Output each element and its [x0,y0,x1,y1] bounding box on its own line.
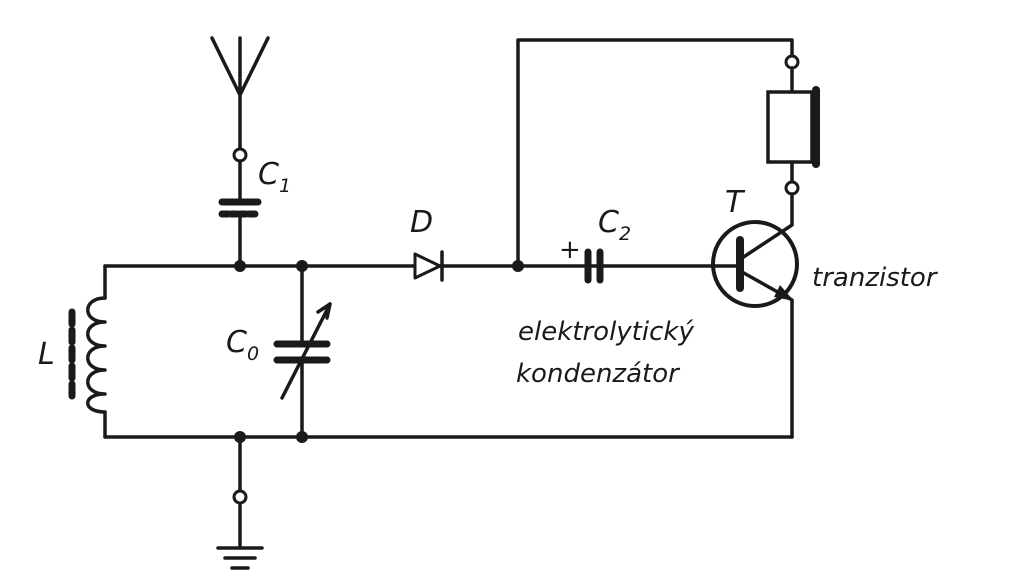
transistor-text: tranzistor [812,263,939,293]
feedback-wire [516,38,794,268]
electrolytic-caption-line2: kondenzátor [516,359,681,389]
c0-label: C0 [226,325,259,365]
c2-label: C2 [598,205,631,245]
c1-label: C1 [258,157,291,197]
c2-plus-sign: + [559,235,581,265]
variable-capacitor-c0 [273,264,332,439]
electrolytic-capacitor-c2 [584,248,604,284]
junction-dot [296,431,308,443]
junction-dot [234,260,246,272]
capacitor-c1 [218,159,262,268]
transistor-t [710,192,799,439]
earphone-symbol [766,66,820,184]
antenna-terminal [232,147,248,163]
inductor-l [68,264,107,439]
diode-d [413,250,444,282]
inductor-label: L [38,337,55,372]
earphone-terminal-top [784,54,800,70]
ground-terminal [232,489,248,505]
transistor-label: T [725,185,746,220]
electrolytic-caption-line1: elektrolytický [518,317,694,347]
junction-dot [296,260,308,272]
earphone-terminal-bottom [784,180,800,196]
diode-label: D [410,205,433,240]
antenna-symbol [210,36,270,150]
ground-symbol [216,435,264,570]
